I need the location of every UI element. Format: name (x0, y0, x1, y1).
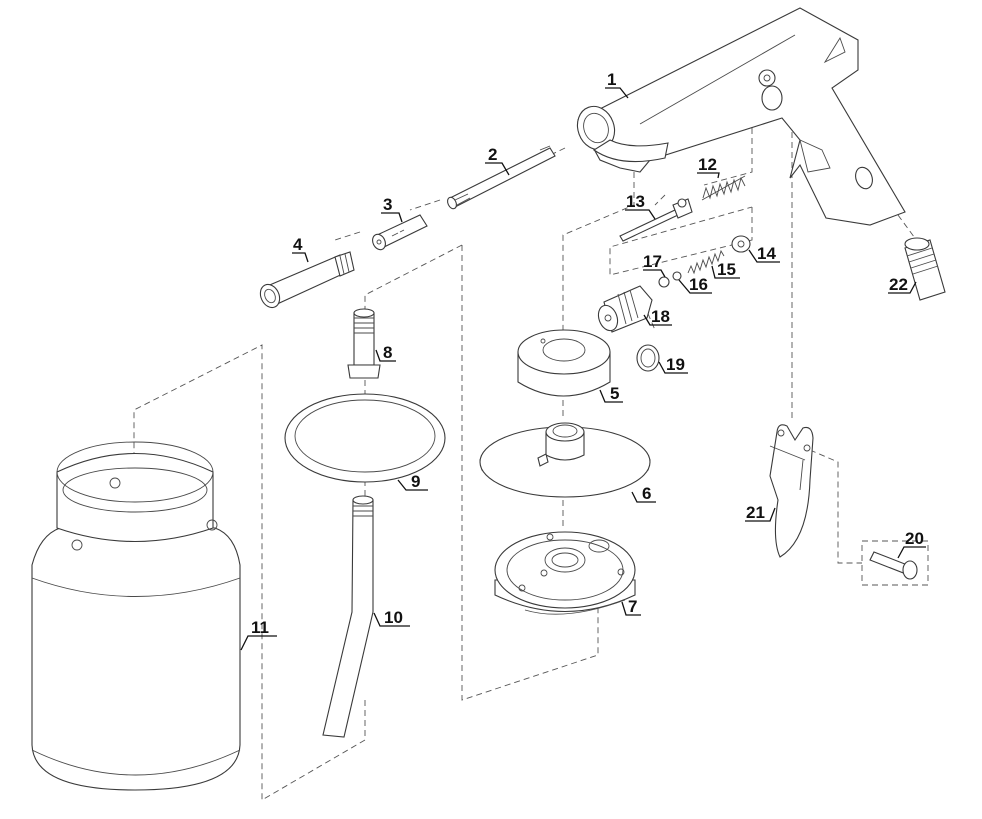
callout-1: 1 (607, 70, 616, 89)
leader-lines (240, 87, 926, 651)
leader-11 (240, 635, 277, 651)
pin-part (869, 551, 918, 580)
leader-16 (678, 279, 712, 294)
callout-labels: 1 2 3 4 5 6 7 8 9 10 11 12 13 14 15 16 1… (251, 70, 924, 637)
threaded-connector-part (347, 308, 381, 379)
leader-5 (599, 389, 623, 403)
callout-17: 17 (643, 252, 662, 271)
trigger-part (769, 424, 814, 558)
leader-13 (625, 209, 656, 220)
spring-part (701, 175, 746, 201)
callout-22: 22 (889, 275, 908, 294)
assembly-line (562, 162, 635, 330)
callout-6: 6 (642, 484, 651, 503)
nozzle-insert-part (372, 214, 428, 251)
lid-plate-part (479, 422, 651, 498)
callout-5: 5 (610, 384, 619, 403)
leader-8 (375, 349, 396, 362)
leader-22 (888, 281, 917, 294)
small-spring-part (687, 249, 725, 275)
callout-7: 7 (628, 597, 637, 616)
leader-18 (643, 314, 672, 326)
callout-16: 16 (689, 275, 708, 294)
assembly-line (133, 344, 366, 801)
callout-4: 4 (293, 235, 303, 254)
assembly-line (861, 540, 929, 586)
nozzle-nut-part (259, 251, 355, 309)
callout-8: 8 (383, 343, 392, 362)
leader-12 (697, 172, 720, 179)
seal-ring-part (284, 393, 446, 483)
small-washer-part (672, 271, 682, 281)
callout-21: 21 (746, 503, 765, 522)
assembly-line (409, 199, 441, 211)
callout-20: 20 (905, 529, 924, 548)
assembly-line (364, 244, 463, 345)
assembly-line (809, 449, 862, 564)
leader-3 (381, 212, 403, 223)
callout-14: 14 (757, 244, 776, 263)
leader-15 (711, 265, 740, 279)
extension-tube-part (447, 145, 556, 210)
valve-needle-part (619, 198, 693, 242)
leader-10 (373, 612, 410, 627)
assembly-line (703, 108, 753, 186)
assembly-line (639, 294, 656, 331)
callout-12: 12 (698, 155, 717, 174)
callout-2: 2 (488, 145, 497, 164)
callout-3: 3 (383, 195, 392, 214)
leader-17 (643, 269, 666, 278)
leader-2 (485, 162, 510, 176)
o-ring-part (636, 344, 660, 372)
valve-housing-part (597, 285, 653, 333)
leader-14 (748, 249, 780, 263)
callout-13: 13 (626, 192, 645, 211)
leader-9 (397, 479, 428, 491)
leader-21 (745, 507, 776, 522)
callout-18: 18 (651, 307, 670, 326)
leader-6 (631, 491, 656, 503)
callout-19: 19 (666, 355, 685, 374)
suction-tube-part (322, 495, 374, 738)
gun-body-part (576, 7, 906, 226)
cup-lid-part (494, 531, 636, 615)
assembly-line (609, 206, 753, 276)
assembly-line (334, 231, 361, 241)
callout-11: 11 (251, 618, 269, 637)
leader-19 (658, 361, 688, 374)
leader-7 (621, 601, 641, 616)
callout-9: 9 (411, 472, 420, 491)
callout-15: 15 (717, 260, 736, 279)
assembly-line (654, 194, 666, 206)
callout-10: 10 (384, 608, 403, 627)
paint-cup-part (31, 441, 241, 791)
leader-20 (897, 546, 926, 559)
disc-part (658, 276, 670, 288)
ring-collar-part (517, 329, 611, 397)
leader-4 (292, 252, 309, 263)
washer-part (731, 235, 751, 253)
leader-1 (605, 87, 629, 99)
